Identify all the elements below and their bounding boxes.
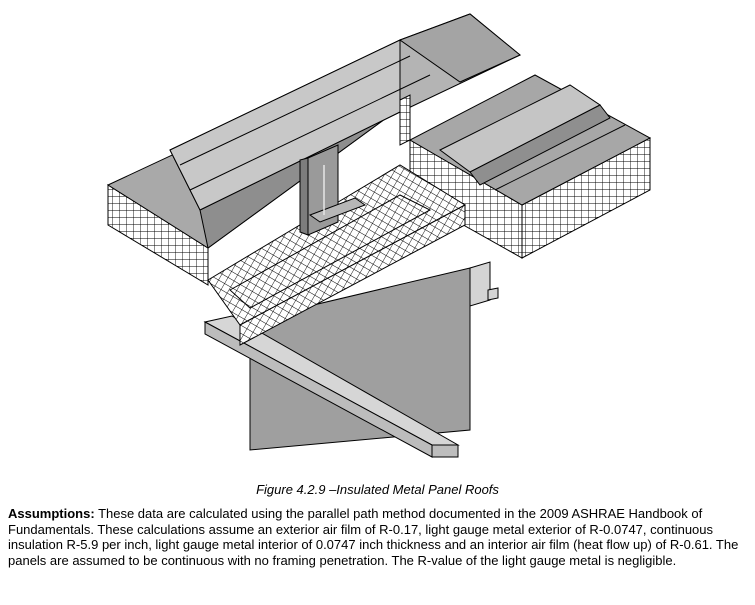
- right-panel-skin: [408, 74, 652, 206]
- purlin-lip: [487, 287, 499, 301]
- panel-clip-bracket: [299, 144, 367, 236]
- z-purlin: [203, 261, 499, 458]
- purlin-top-flange: [469, 261, 491, 307]
- exposed-insulation-slab: [207, 164, 467, 346]
- assumptions-label: Assumptions:: [8, 506, 95, 521]
- assumptions-text: These data are calculated using the para…: [8, 506, 739, 568]
- figure-caption: Figure 4.2.9 –Insulated Metal Panel Roof…: [256, 482, 499, 497]
- assumptions-paragraph: Assumptions: These data are calculated u…: [8, 506, 746, 568]
- left-panel-skin: [106, 13, 521, 249]
- insulated-metal-panel-roof-diagram: [106, 13, 652, 458]
- left-panel-top-insulation: [399, 94, 411, 146]
